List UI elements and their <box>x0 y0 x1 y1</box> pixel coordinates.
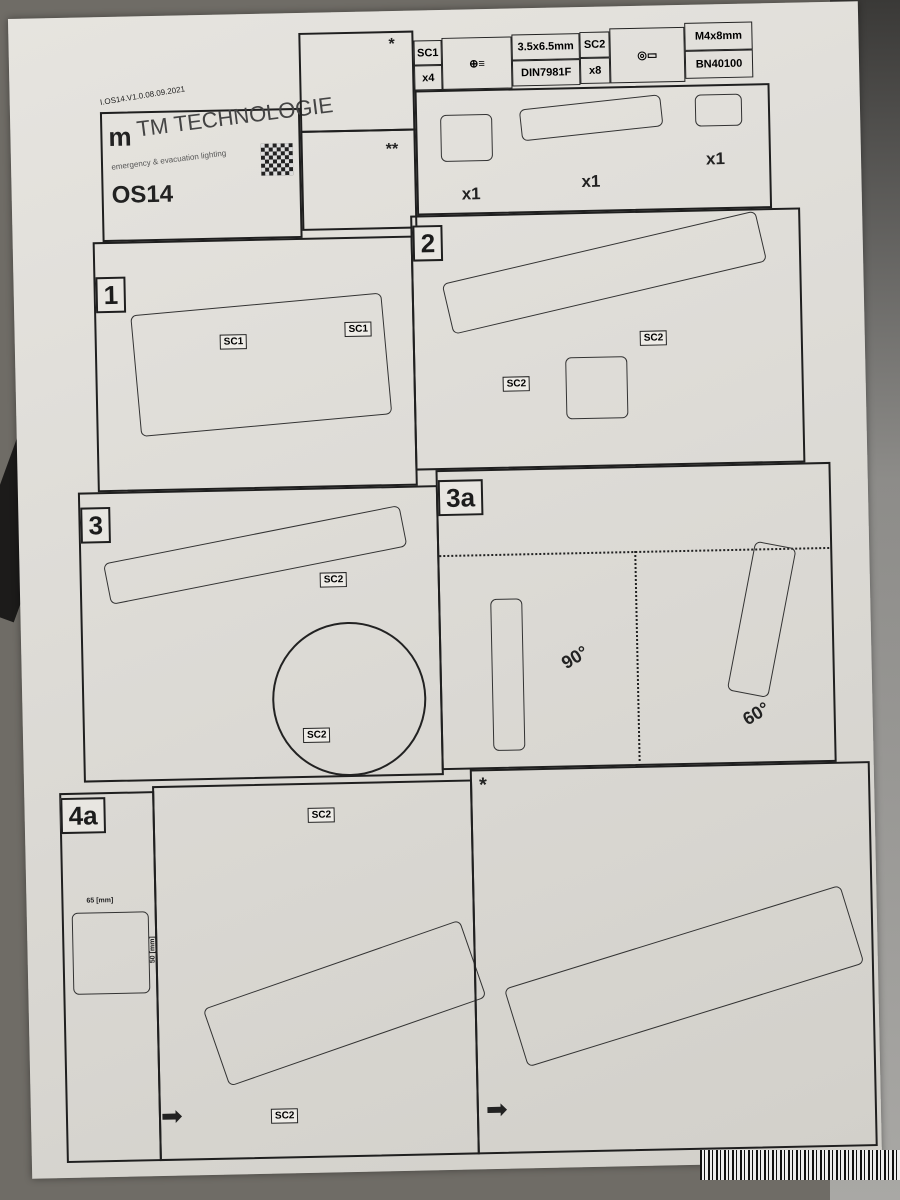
sc1-qty: x4 <box>414 64 443 91</box>
variant-double-mark: ** <box>385 140 399 159</box>
sc2-standard: BN40100 <box>684 49 754 79</box>
arrow-right-icon: ➡ <box>160 1100 184 1132</box>
sc2-screw-icon: ◎▭ <box>609 26 686 84</box>
sc2-tag: SC2 <box>502 376 531 392</box>
variant-double-panel <box>300 128 418 231</box>
brand-logo-icon: m <box>108 121 132 152</box>
variant-single-panel <box>298 30 416 133</box>
step-3-number: 3 <box>80 506 112 544</box>
dimension-width: 65 [mm] <box>86 897 114 905</box>
sc2-label: SC2 <box>579 31 610 59</box>
sc2-tag: SC2 <box>319 572 348 588</box>
sc1-screw-icon: ⊕≡ <box>441 36 513 90</box>
sc2-tag: SC2 <box>639 330 668 346</box>
step-4a-number: 4a <box>60 797 106 835</box>
variant-single-mark: * <box>388 35 395 54</box>
sc1-tag: SC1 <box>219 334 248 350</box>
luminaire-vertical-illustration <box>490 598 526 752</box>
sc2-tag: SC2 <box>270 1108 299 1124</box>
step-3a-number: 3a <box>437 479 484 517</box>
step-2-number: 2 <box>412 224 444 262</box>
wall-plate-template <box>71 911 151 995</box>
barcode <box>700 1150 900 1180</box>
pivot-bracket-icon <box>694 93 743 127</box>
luminaire-back-illustration <box>130 292 393 437</box>
pivot-bracket-qty: x1 <box>705 149 726 169</box>
step-1-number: 1 <box>95 276 127 314</box>
sc2-tag: SC2 <box>307 807 336 823</box>
sc1-label: SC1 <box>413 39 443 66</box>
sc2-tag: SC2 <box>302 727 331 744</box>
sc2-qty: x8 <box>579 57 611 85</box>
wall-plate-qty: x1 <box>461 184 481 204</box>
qr-code <box>260 143 294 176</box>
model-name: OS14 <box>111 180 174 209</box>
bracket-qty: x1 <box>581 171 601 192</box>
sc1-tag: SC1 <box>344 321 373 338</box>
doc-code: I.OS14.V1.0.08.09.2021 <box>99 84 186 108</box>
pivot-bracket-illustration <box>565 356 629 420</box>
step-star-mark: * <box>478 774 488 797</box>
sc2-size: M4x8mm <box>684 21 753 51</box>
sc1-size: 3.5x6.5mm <box>511 33 580 61</box>
instruction-sheet: I.OS14.V1.0.08.09.2021 m TM TECHNOLOGIE … <box>7 1 883 1179</box>
sc1-standard: DIN7981F <box>511 59 581 87</box>
arrow-right-icon: ➡ <box>485 1093 508 1125</box>
wall-plate-icon <box>440 113 494 162</box>
